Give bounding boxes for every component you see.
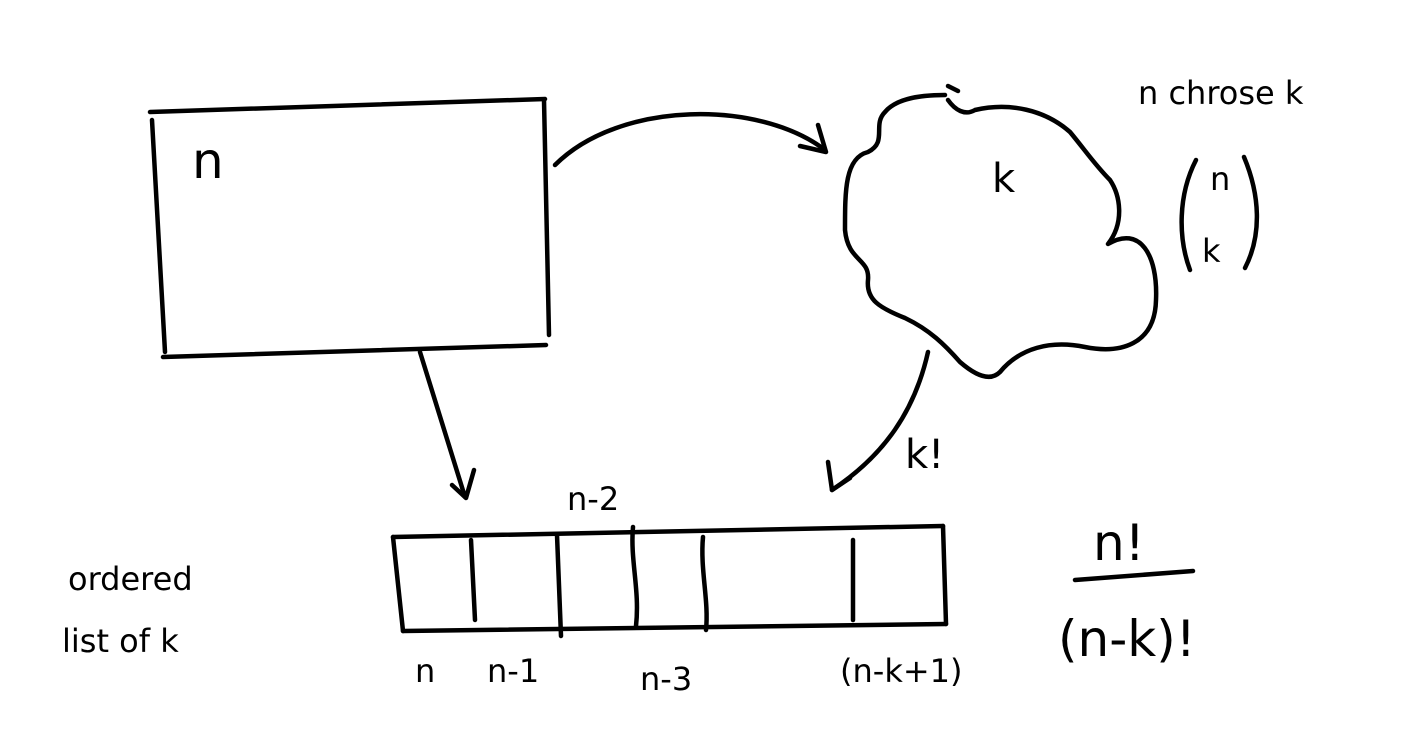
slot-label-top: n-2 xyxy=(567,480,619,518)
ordered-list: n-2 n n-1 n-3 (n-k+1) xyxy=(390,480,963,698)
fraction-bar xyxy=(1072,568,1196,583)
choose-note: n chrose k n k xyxy=(1138,74,1304,273)
binomial-bottom: k xyxy=(1202,232,1221,270)
binomial-right-paren xyxy=(1241,154,1260,271)
subset-size-label: k xyxy=(992,156,1016,202)
slot-label-last: (n-k+1) xyxy=(840,652,963,690)
box-to-list-arrow xyxy=(417,349,477,501)
slot-divider xyxy=(554,532,564,639)
slot-label-2: n-1 xyxy=(487,652,539,690)
set-size-label: n xyxy=(192,132,224,190)
ordered-list-caption: ordered list of k xyxy=(62,560,193,660)
slot-divider xyxy=(630,524,640,629)
subset-cloud: k xyxy=(842,83,1159,379)
choose-arrow xyxy=(552,112,829,168)
caption-line-1: ordered xyxy=(68,560,193,598)
formula-denominator: (n-k)! xyxy=(1058,610,1196,668)
slot-label-1: n xyxy=(415,652,435,690)
binomial-left-paren xyxy=(1179,157,1199,273)
slot-divider xyxy=(468,537,478,623)
permute-label: k! xyxy=(905,432,944,478)
set-box: n xyxy=(147,96,552,360)
binomial-top: n xyxy=(1210,160,1230,198)
choose-note-text: n chrose k xyxy=(1138,74,1304,112)
permute-arrow: k! xyxy=(825,349,944,493)
caption-line-2: list of k xyxy=(62,622,179,660)
slot-label-3: n-3 xyxy=(640,660,692,698)
permutation-formula: n! (n-k)! xyxy=(1058,514,1196,668)
formula-numerator: n! xyxy=(1093,514,1145,572)
slot-divider xyxy=(700,534,709,633)
